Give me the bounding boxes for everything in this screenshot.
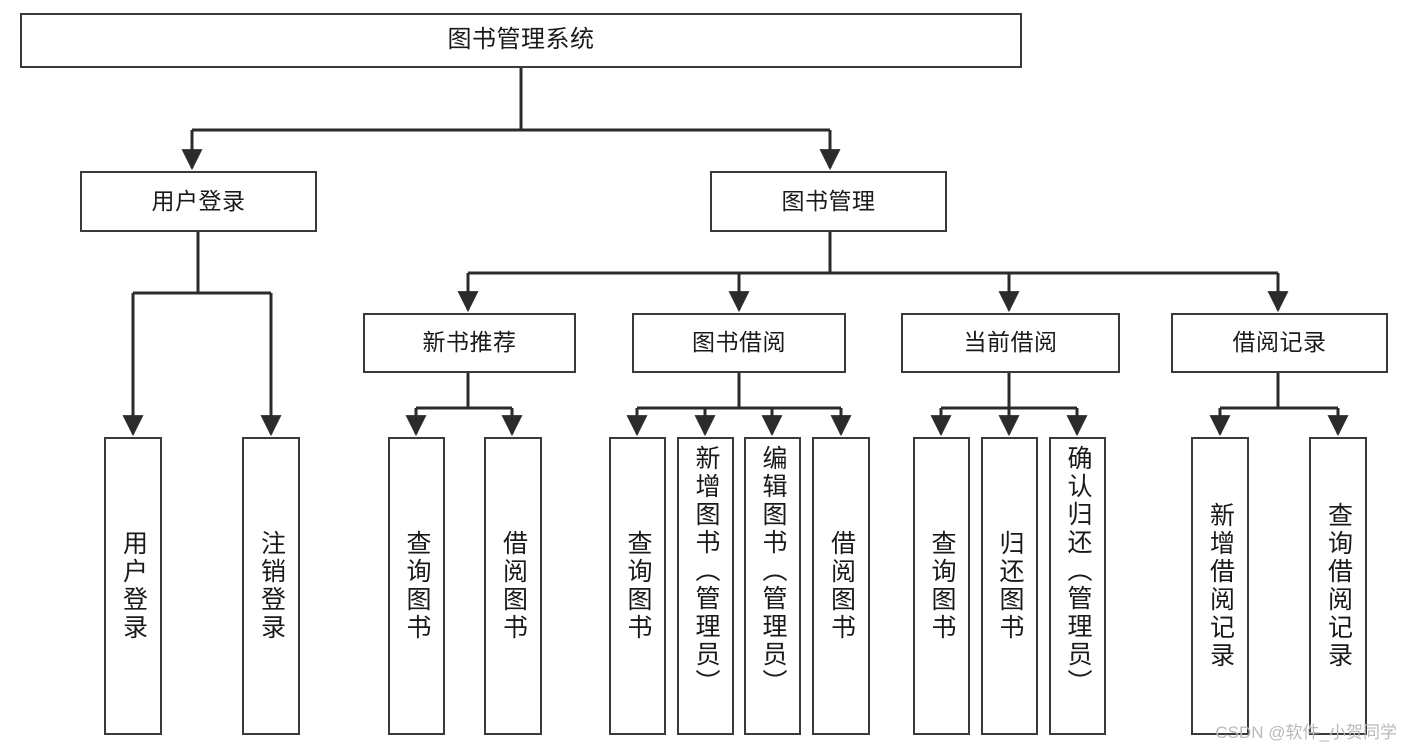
node-label: 查询图书 xyxy=(928,530,956,642)
node-new-book-recommend[interactable]: 新书推荐 xyxy=(363,313,576,373)
node-leaf-user-logout[interactable]: 注销登录 xyxy=(242,437,300,735)
node-label: 查询借阅记录 xyxy=(1324,502,1353,670)
node-label: 借阅图书 xyxy=(499,530,528,642)
node-leaf-borrow-book-2[interactable]: 借阅图书 xyxy=(812,437,870,735)
node-label: 借阅记录 xyxy=(1232,329,1327,356)
node-leaf-query-book-3[interactable]: 查询图书 xyxy=(913,437,970,735)
node-label: 当前借阅 xyxy=(963,329,1058,356)
node-label: 查询图书 xyxy=(403,530,431,642)
node-user-login[interactable]: 用户登录 xyxy=(80,171,317,232)
node-leaf-query-book-2[interactable]: 查询图书 xyxy=(609,437,666,735)
node-current-borrow[interactable]: 当前借阅 xyxy=(901,313,1120,373)
node-leaf-confirm-return[interactable]: 确认归还（管理员） xyxy=(1049,437,1106,735)
node-label: 查询图书 xyxy=(624,530,652,642)
node-leaf-query-record[interactable]: 查询借阅记录 xyxy=(1309,437,1367,735)
node-label: 归还图书 xyxy=(996,530,1024,642)
node-label: 注销登录 xyxy=(257,530,286,642)
node-label: 确认归还（管理员） xyxy=(1064,445,1092,697)
node-leaf-add-record[interactable]: 新增借阅记录 xyxy=(1191,437,1249,735)
node-leaf-query-book-1[interactable]: 查询图书 xyxy=(388,437,445,735)
node-label: 用户登录 xyxy=(119,530,148,642)
node-leaf-add-book[interactable]: 新增图书（管理员） xyxy=(677,437,734,735)
node-leaf-borrow-book-1[interactable]: 借阅图书 xyxy=(484,437,542,735)
node-label: 图书管理系统 xyxy=(447,26,595,54)
node-book-manage[interactable]: 图书管理 xyxy=(710,171,947,232)
node-root-book-management-system[interactable]: 图书管理系统 xyxy=(20,13,1022,68)
node-leaf-user-login[interactable]: 用户登录 xyxy=(104,437,162,735)
node-label: 新书推荐 xyxy=(422,329,517,356)
node-label: 图书管理 xyxy=(781,187,876,214)
node-label: 编辑图书（管理员） xyxy=(759,445,787,697)
node-label: 图书借阅 xyxy=(692,329,786,356)
node-leaf-return-book[interactable]: 归还图书 xyxy=(981,437,1038,735)
node-label: 新增图书（管理员） xyxy=(692,445,720,697)
node-borrow-record[interactable]: 借阅记录 xyxy=(1171,313,1388,373)
node-label: 新增借阅记录 xyxy=(1206,502,1235,670)
csdn-watermark: CSDN @软件_小贺同学 xyxy=(1215,723,1397,742)
node-label: 借阅图书 xyxy=(827,530,856,642)
node-book-borrow[interactable]: 图书借阅 xyxy=(632,313,846,373)
node-leaf-edit-book[interactable]: 编辑图书（管理员） xyxy=(744,437,801,735)
node-label: 用户登录 xyxy=(151,187,246,214)
